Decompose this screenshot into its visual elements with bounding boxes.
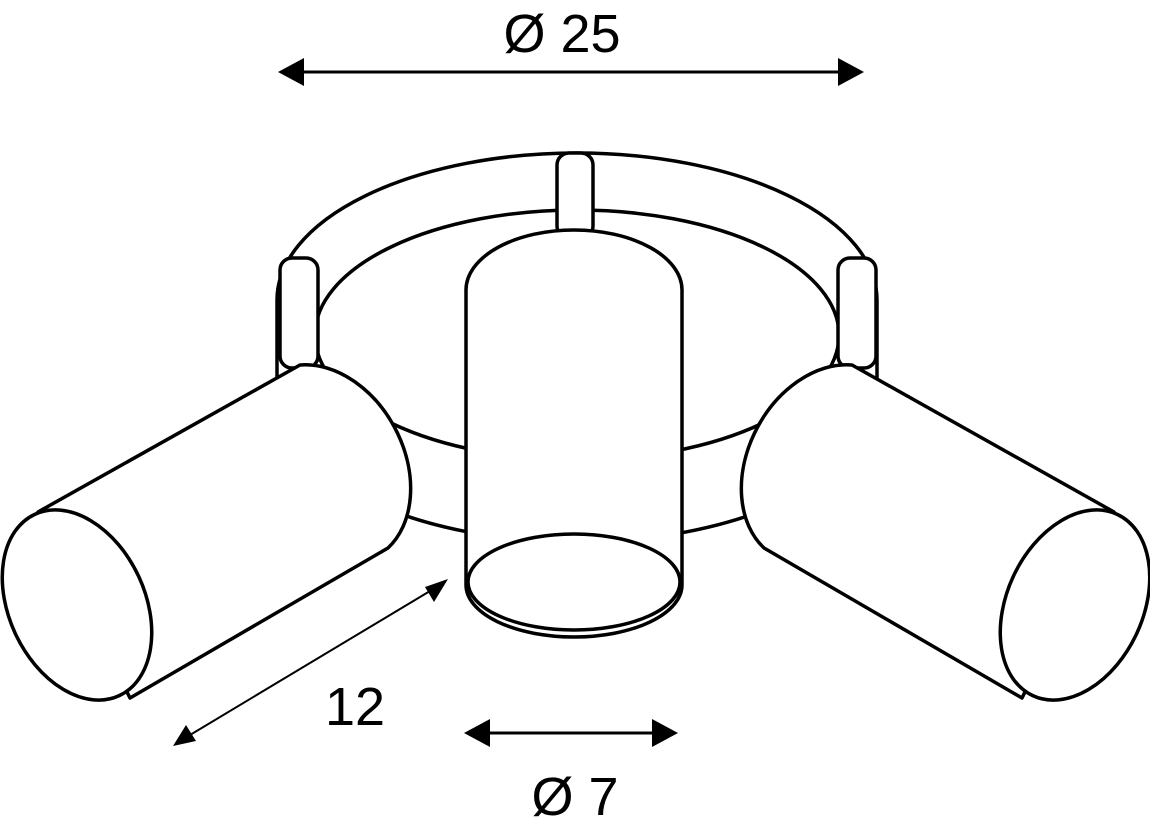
spot-diameter-label: Ø 7 <box>531 767 618 823</box>
arrow-left-icon <box>464 719 490 747</box>
arrow-right-icon <box>838 58 864 86</box>
arrow-up-right-icon <box>425 579 448 602</box>
spot-length-dimension: 12 <box>173 579 448 746</box>
left-spotlight <box>0 363 413 702</box>
dimension-line <box>184 587 436 739</box>
center-spotlight <box>464 228 684 639</box>
spot-length-label: 12 <box>325 677 385 737</box>
right-spotlight <box>739 363 1150 702</box>
overall-diameter-dimension: Ø 25 <box>278 4 864 86</box>
overall-diameter-label: Ø 25 <box>503 4 620 64</box>
arrow-left-icon <box>278 58 304 86</box>
spot-diameter-dimension: Ø 7 <box>464 719 678 823</box>
arrow-down-left-icon <box>173 725 196 746</box>
arrow-right-icon <box>652 719 678 747</box>
